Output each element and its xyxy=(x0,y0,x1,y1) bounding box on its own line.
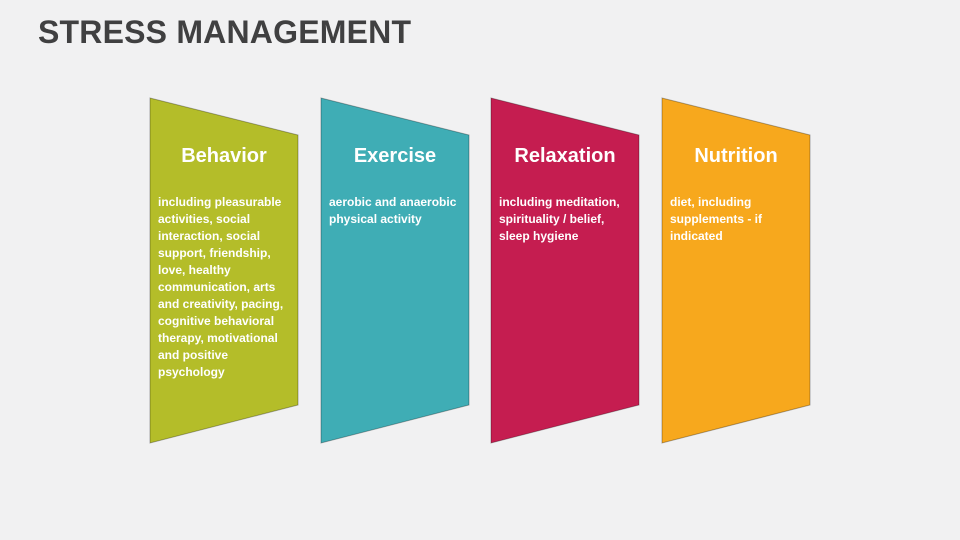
panel-behavior-content: Behavior including pleasurable activitie… xyxy=(150,98,298,381)
panel-behavior-title: Behavior xyxy=(181,145,267,167)
panel-nutrition: Nutrition diet, including supplements - … xyxy=(661,97,811,444)
panel-relaxation-content: Relaxation including meditation, spiritu… xyxy=(491,98,639,245)
panel-relaxation-body: including meditation, spirituality / bel… xyxy=(499,195,620,243)
banner-shape xyxy=(661,97,811,444)
panel-exercise-shape xyxy=(320,97,470,444)
banner-shape xyxy=(320,97,470,444)
panel-nutrition-shape xyxy=(661,97,811,444)
panel-behavior-shape xyxy=(149,97,299,444)
panel-behavior-body: including pleasurable activities, social… xyxy=(158,195,284,379)
panel-behavior: Behavior including pleasurable activitie… xyxy=(149,97,299,444)
panel-relaxation-title: Relaxation xyxy=(514,145,616,167)
panel-relaxation-shape xyxy=(490,97,640,444)
panel-exercise-body: aerobic and anaerobic physical activity xyxy=(329,195,457,226)
panel-nutrition-body: diet, including supplements - if indicat… xyxy=(670,195,763,243)
panel-exercise-title: Exercise xyxy=(353,145,437,167)
panel-relaxation: Relaxation including meditation, spiritu… xyxy=(490,97,640,444)
panel-nutrition-title: Nutrition xyxy=(694,145,778,167)
panel-nutrition-content: Nutrition diet, including supplements - … xyxy=(662,98,810,245)
panel-exercise: Exercise aerobic and anaerobic physical … xyxy=(320,97,470,444)
banner-shape xyxy=(490,97,640,444)
page-title: STRESS MANAGEMENT xyxy=(38,14,412,50)
banner-shape xyxy=(149,97,299,444)
panel-exercise-content: Exercise aerobic and anaerobic physical … xyxy=(321,98,469,228)
